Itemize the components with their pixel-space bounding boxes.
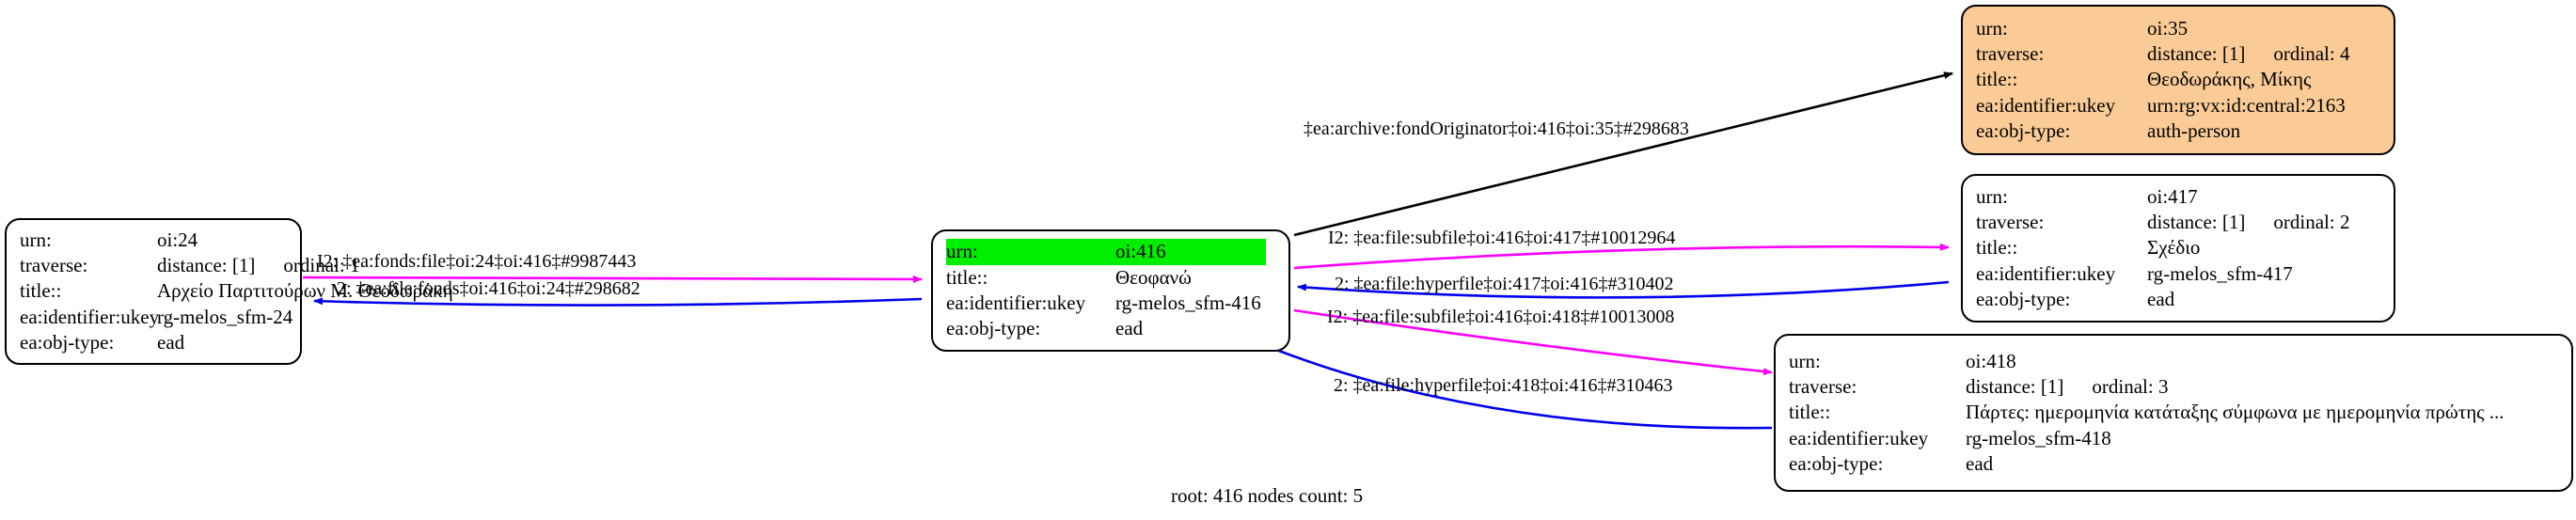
traverse-ordinal: ordinal: 1 [283,254,360,277]
node-oi416[interactable]: urn: oi:416 title:: Θεοφανώ ea:identifie… [931,229,1290,352]
edge-path-fond-originator [1293,71,1953,237]
row-key: ea:obj-type: [20,330,115,354]
row-key: ea:identifier:ukey [1976,93,2116,117]
node-row: title:: Πάρτες: ημερομηνία κατάταξης σύμ… [1789,400,2558,425]
row-key: title:: [20,279,62,303]
row-key: urn: [1976,16,2008,39]
edge-label-subfile-417: I2: ‡ea:file:subfile‡oi:416‡oi:417‡#1001… [1328,228,1676,248]
row-key: title:: [1976,236,2018,260]
row-value: oi:35 [2147,16,2189,39]
node-row: urn: oi:418 [1789,349,2558,374]
edge-label-file-fonds: 2: ‡ea:file:fonds‡oi:416‡oi:24‡#298682 [337,278,640,299]
row-value: ead [157,330,185,354]
edge-label-fonds-file: I2: ‡ea:fonds:file‡oi:24‡oi:416‡#9987443 [317,251,637,272]
row-value: oi:24 [157,228,198,251]
row-key: ea:identifier:ukey [1789,426,1929,449]
traverse-ordinal: ordinal: 4 [2273,42,2350,66]
traverse-distance: distance: [1] [2147,42,2246,66]
node-row: ea:obj-type: ead [1976,287,2380,312]
node-row: title:: Θεοδωράκης, Μίκης [1976,67,2380,92]
row-key: title:: [1789,401,1831,424]
row-key: urn: [946,239,1115,265]
node-oi418[interactable]: urn: oi:418 traverse: distance: [1] ordi… [1774,334,2573,492]
node-row: urn: oi:24 [20,228,287,253]
row-key: ea:identifier:ukey [1976,261,2116,285]
row-value: distance: [1] ordinal: 4 [2147,41,2349,67]
row-value: ead [2147,287,2175,310]
row-key: urn: [1976,184,2008,208]
row-value: ead [1115,317,1144,340]
row-key: ea:obj-type: [946,317,1041,340]
row-value: rg-melos_sfm-417 [2147,261,2293,285]
row-key: ea:obj-type: [1976,118,2071,142]
traverse-ordinal: ordinal: 3 [2092,375,2169,399]
traverse-distance: distance: [1] [2147,211,2246,234]
edge-path-subfile-417 [1293,243,1950,270]
node-row: urn: oi:35 [1976,16,2380,41]
row-value: rg-melos_sfm-418 [1966,426,2111,449]
row-value: oi:417 [2147,184,2198,208]
row-key: traverse: [1789,375,1857,399]
row-key: urn: [1789,349,1821,372]
row-value: Σχέδιο [2147,236,2201,260]
node-row: traverse: distance: [1] ordinal: 2 [1976,210,2380,235]
row-key: traverse: [1976,42,2045,66]
edge-label-fond-originator: ‡ea:archive:fondOriginator‡oi:416‡oi:35‡… [1304,118,1689,139]
row-value: auth-person [2147,118,2241,142]
row-value: rg-melos_sfm-24 [157,305,293,328]
edge-label-hyperfile-418: 2: ‡ea:file:hyperfile‡oi:418‡oi:416‡#310… [1334,375,1673,396]
traverse-distance: distance: [1] [157,254,256,277]
row-key: ea:identifier:ukey [20,305,160,328]
node-row: traverse: distance: [1] ordinal: 3 [1789,374,2558,400]
row-value: distance: [1] ordinal: 3 [1966,374,2168,400]
traverse-distance: distance: [1] [1966,375,2064,399]
row-value: distance: [1] ordinal: 1 [157,253,359,278]
row-value: Αρχείο Παρτιτούρων Μ. Θεοδωράκη [157,279,453,303]
node-oi24[interactable]: urn: oi:24 traverse: distance: [1] ordin… [5,218,453,365]
row-value: Θεοφανώ [1115,265,1192,289]
node-row: ea:identifier:ukey rg-melos_sfm-418 [1789,426,2558,451]
row-value: oi:416 [1115,239,1266,265]
node-oi35[interactable]: urn: oi:35 traverse: distance: [1] ordin… [1961,5,2395,155]
graph-caption: root: 416 nodes count: 5 [1171,484,1364,507]
row-key: traverse: [1976,211,2045,234]
row-value: ead [1966,451,1994,475]
node-row: ea:identifier:ukey rg-melos_sfm-24 [20,305,292,330]
row-key: urn: [20,228,52,251]
row-value: Θεοδωράκης, Μίκης [2147,68,2312,91]
row-key: title:: [1976,68,2018,91]
node-row: traverse: distance: [1] ordinal: 4 [1976,41,2380,67]
node-row: ea:identifier:ukey rg-melos_sfm-416 [946,291,1275,316]
node-row: title:: Θεοφανώ [946,265,1275,291]
node-row: urn: oi:417 [1976,184,2380,210]
row-key: ea:obj-type: [1789,451,1884,475]
node-row-highlighted: urn: oi:416 [946,239,1275,265]
node-row: ea:obj-type: ead [20,330,287,355]
node-row: ea:obj-type: ead [1789,451,2558,477]
node-row: title:: Αρχείο Παρτιτούρων Μ. Θεοδωράκη [20,278,453,304]
node-row: ea:obj-type: auth-person [1976,118,2380,144]
node-row: traverse: distance: [1] ordinal: 1 [20,253,359,278]
row-key: title:: [946,265,988,289]
node-row: ea:identifier:ukey urn:rg:vx:id:central:… [1976,93,2380,118]
row-value: rg-melos_sfm-416 [1115,292,1261,314]
node-row: ea:identifier:ukey rg-melos_sfm-417 [1976,261,2380,287]
row-key: ea:identifier:ukey [946,292,1086,314]
row-value: oi:418 [1966,349,2016,372]
traverse-ordinal: ordinal: 2 [2273,211,2350,234]
row-value: distance: [1] ordinal: 2 [2147,210,2349,235]
node-row: title:: Σχέδιο [1976,235,2380,260]
row-value: urn:rg:vx:id:central:2163 [2147,93,2346,117]
row-value: Πάρτες: ημερομηνία κατάταξης σύμφωνα με … [1966,401,2505,424]
edge-label-hyperfile-417: 2: ‡ea:file:hyperfile‡oi:417‡oi:416‡#310… [1335,274,1674,294]
row-key: ea:obj-type: [1976,287,2071,310]
node-row: ea:obj-type: ead [946,316,1275,341]
row-key: traverse: [20,254,88,277]
node-oi417[interactable]: urn: oi:417 traverse: distance: [1] ordi… [1961,174,2395,323]
edge-label-subfile-418: I2: ‡ea:file:subfile‡oi:416‡oi:418‡#1001… [1327,307,1675,327]
